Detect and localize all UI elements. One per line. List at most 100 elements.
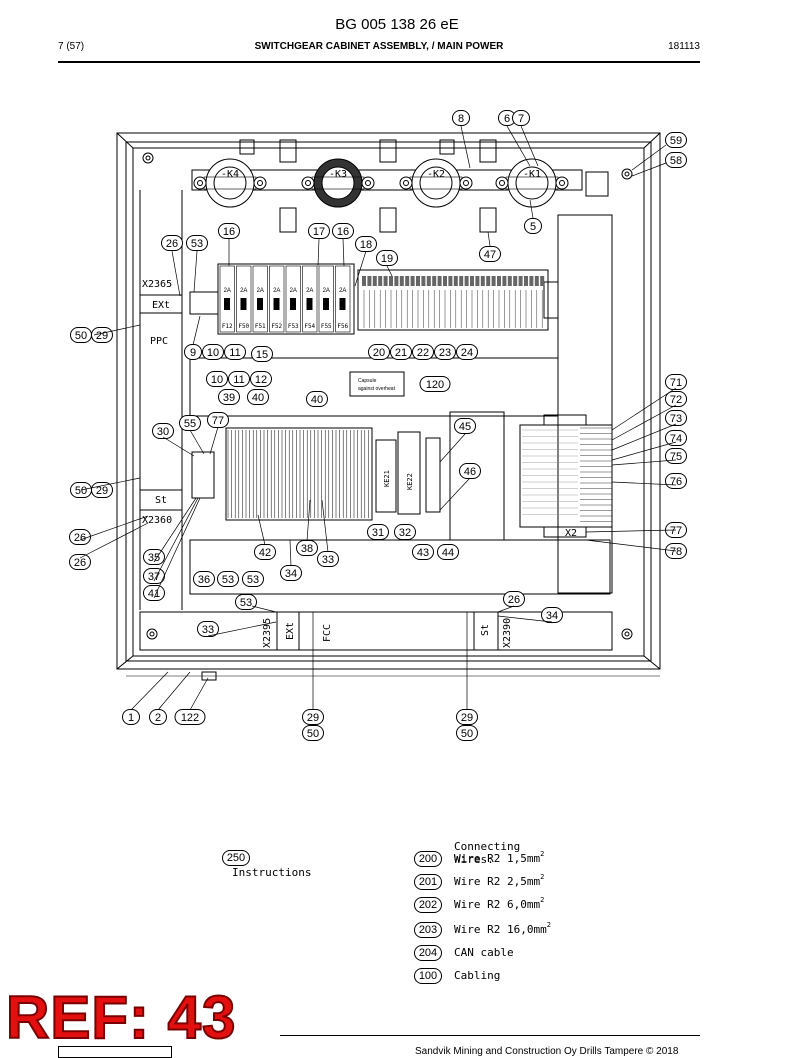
terminal-clamp xyxy=(426,276,431,286)
circuit-breaker xyxy=(269,265,285,333)
relay-label-ke21: KE21 xyxy=(383,470,391,487)
capsule-label-sub: against overheat xyxy=(358,386,396,392)
callout-46: 46 xyxy=(459,463,481,479)
legend-item-label: Cabling xyxy=(454,969,501,983)
callout-30: 30 xyxy=(152,423,174,439)
callout-number: 75 xyxy=(670,451,682,463)
breaker-rating: 2A xyxy=(240,288,247,294)
callout-number: 78 xyxy=(670,546,682,558)
leader-line xyxy=(386,265,393,277)
callout-26: 26 xyxy=(161,235,183,251)
callout-number: 30 xyxy=(157,426,169,438)
callout-bubble: 203 xyxy=(414,921,442,938)
callout-number: 34 xyxy=(285,568,297,580)
callout-number: 26 xyxy=(74,557,86,569)
callout-11: 11 xyxy=(228,371,250,387)
leader-line xyxy=(585,539,677,552)
callout-8: 8 xyxy=(452,110,470,126)
callout-number: 53 xyxy=(247,574,259,586)
leader-line xyxy=(251,605,277,613)
callout-number: 33 xyxy=(322,554,334,566)
fuse-label: F51 xyxy=(255,323,266,330)
callout-50: 50 xyxy=(302,725,324,741)
callout-number: 29 xyxy=(96,485,108,497)
terminal-clamp xyxy=(443,276,447,286)
callout-59: 59 xyxy=(665,132,687,148)
terminal-clamp xyxy=(502,276,507,286)
callout-9: 9 xyxy=(184,344,202,360)
callout-40: 40 xyxy=(306,391,328,407)
callout-number: 29 xyxy=(307,712,319,724)
callout-32: 32 xyxy=(394,524,416,540)
footer-divider xyxy=(280,1035,700,1036)
callout-26: 26 xyxy=(69,554,91,570)
callout-number: 7 xyxy=(518,113,524,125)
legend-item-label: Wire R2 16,0mm xyxy=(454,923,547,937)
callout-39: 39 xyxy=(218,389,240,405)
connecting-wires-title: Connecting Wires: xyxy=(454,840,521,866)
leader-line xyxy=(439,477,471,511)
callout-2: 2 xyxy=(149,709,167,725)
document-date: 181113 xyxy=(668,41,700,52)
terminal-table-x2 xyxy=(519,424,613,528)
callout-number: 40 xyxy=(252,392,264,404)
legend-item-label: CAN cable xyxy=(454,946,514,960)
callout-number: 44 xyxy=(442,547,454,559)
callout-number: 76 xyxy=(670,476,682,488)
legend-item-label: Wire R2 6,0mm xyxy=(454,898,541,912)
terminal-clamp xyxy=(383,276,388,286)
breaker-toggle xyxy=(290,298,296,310)
callout-53: 53 xyxy=(242,571,264,587)
leader-line xyxy=(497,605,515,613)
leader-line xyxy=(153,497,201,599)
callout-53: 53 xyxy=(217,571,239,587)
circuit-breaker xyxy=(302,265,318,333)
callout-number: 122 xyxy=(181,712,199,724)
callout-number: 53 xyxy=(191,238,203,250)
page-number: 7 (57) xyxy=(58,41,85,52)
callout-24: 24 xyxy=(456,344,478,360)
leader-line xyxy=(162,436,195,457)
callout-33: 33 xyxy=(317,551,339,567)
callout-number: 6 xyxy=(504,113,510,125)
callout-number: 29 xyxy=(96,330,108,342)
header-divider xyxy=(58,61,700,63)
callout-bubble: 200 xyxy=(414,850,442,867)
breaker-rating: 2A xyxy=(257,288,264,294)
callout-number: 35 xyxy=(148,552,160,564)
leader-line xyxy=(529,199,534,219)
circuit-breaker xyxy=(285,265,301,333)
callout-number: 24 xyxy=(461,347,473,359)
legend-item-label: Wire R2 1,5mm xyxy=(454,852,541,866)
callout-33: 33 xyxy=(197,621,219,637)
callout-76: 76 xyxy=(665,473,687,489)
cabinet-outer-frame xyxy=(116,132,661,670)
leader-line xyxy=(153,497,199,582)
legend-instructions-label: Instructions xyxy=(232,866,312,879)
callout-20: 20 xyxy=(368,344,390,360)
callout-number: 50 xyxy=(75,330,87,342)
callout-number: 33 xyxy=(202,624,214,636)
callout-11: 11 xyxy=(224,344,246,360)
callout-bubble: 202 xyxy=(414,896,442,913)
callout-number: 120 xyxy=(426,379,444,391)
callout-75: 75 xyxy=(665,448,687,464)
callout-number: 37 xyxy=(148,571,160,583)
callout-37: 37 xyxy=(143,568,165,584)
legend-item-label: Wire R2 2,5mm xyxy=(454,875,541,889)
cabinet-inner-frame xyxy=(125,141,652,662)
callout-number: 77 xyxy=(670,525,682,537)
callout-number: 32 xyxy=(399,527,411,539)
terminal-clamp xyxy=(410,276,415,286)
terminal-clamp xyxy=(529,276,534,286)
callout-19: 19 xyxy=(376,250,398,266)
callout-58: 58 xyxy=(665,152,687,168)
terminal-clamp xyxy=(389,276,393,286)
callout-26: 26 xyxy=(503,591,525,607)
fuse-label: F53 xyxy=(288,323,299,330)
callout-bubble: 201 xyxy=(414,873,442,890)
contactor-k1: -K1 xyxy=(495,158,569,208)
callout-7: 7 xyxy=(512,110,530,126)
leader-line xyxy=(631,162,667,177)
